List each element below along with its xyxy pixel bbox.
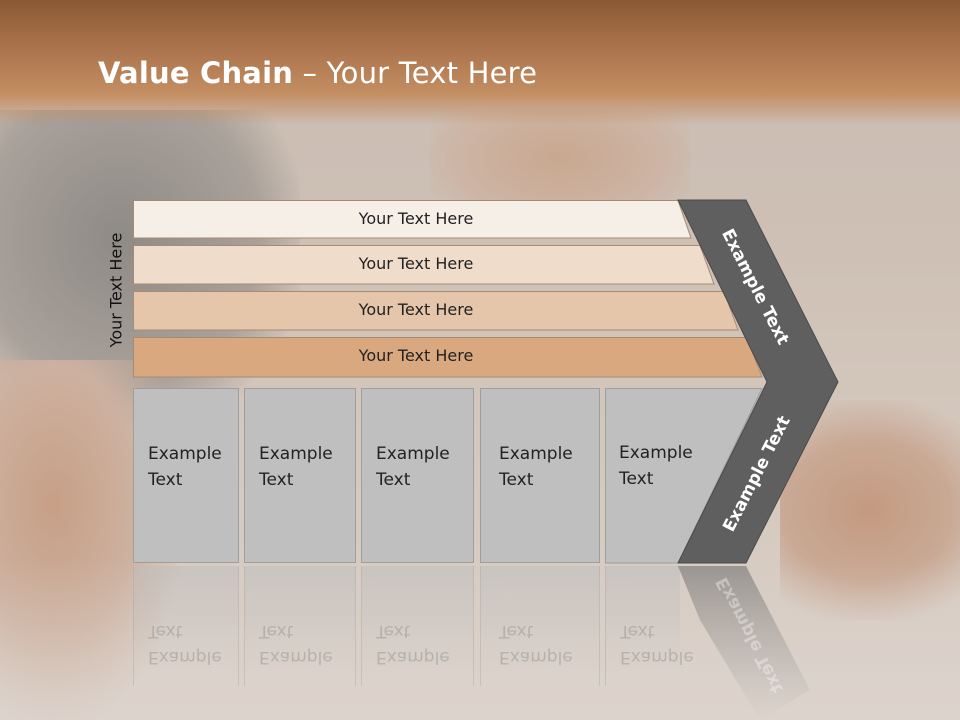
title-band <box>0 0 960 125</box>
box-5-line1: Example <box>619 443 693 463</box>
slide-title[interactable]: Value Chain – Your Text Here <box>98 56 537 90</box>
box-4-line1: Example <box>499 444 573 464</box>
box-5-line2: Text <box>619 469 654 489</box>
box-1-line2: Text <box>148 470 183 490</box>
row-3-label: Your Text Here <box>358 300 474 319</box>
box-2-line2: Text <box>259 470 294 490</box>
row-1-label: Your Text Here <box>358 209 474 228</box>
chevron-shape <box>677 199 839 564</box>
box-3-line2: Text <box>376 470 411 490</box>
box-3-line1: Example <box>376 444 450 464</box>
row-4-shape <box>133 337 763 378</box>
row-4-label: Your Text Here <box>358 346 474 365</box>
box-4-line2: Text <box>499 470 534 490</box>
title-bold: Value Chain <box>98 56 294 90</box>
row-2-shape <box>133 245 715 285</box>
row-1-shape <box>133 200 692 239</box>
chevron-reflection <box>678 566 810 720</box>
box-1-line1: Example <box>148 444 222 464</box>
row-2-label: Your Text Here <box>358 254 474 273</box>
title-rest: – Your Text Here <box>293 56 538 90</box>
box-2-line1: Example <box>259 444 333 464</box>
row-3-shape <box>133 291 739 331</box>
